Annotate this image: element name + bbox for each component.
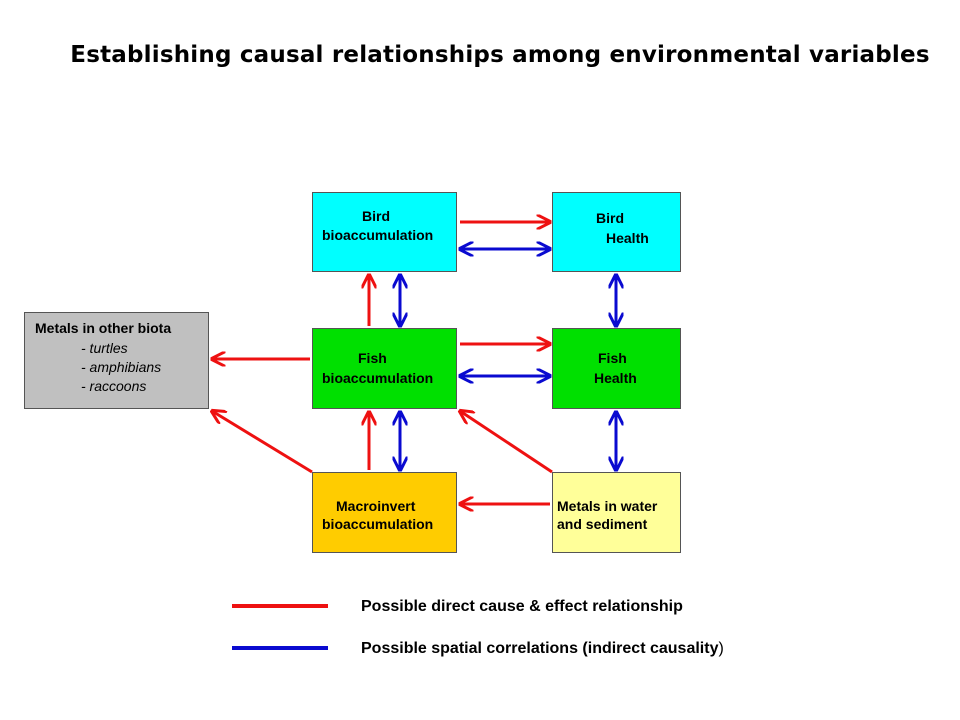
legend-spatial-label: Possible spatial correlations (indirect … xyxy=(361,640,724,658)
other-biota-title: Metals in other biota xyxy=(35,320,172,336)
bird-bioaccumulation-box: Bird bioaccumulation xyxy=(312,192,457,272)
bird-bioacc-line2: bioaccumulation xyxy=(322,227,434,243)
bird-bioacc-line1: Bird xyxy=(362,208,390,224)
macroinvert-bioaccumulation-box: Macroinvert bioaccumulation xyxy=(312,472,457,553)
legend-spatial-label-paren: ) xyxy=(718,640,724,657)
page-title: Establishing causal relationships among … xyxy=(70,42,930,68)
other-biota-list: - turtles - amphibians - raccoons xyxy=(81,339,161,396)
metals-other-biota-box: Metals in other biota - turtles - amphib… xyxy=(24,312,209,409)
legend-direct-line xyxy=(232,604,328,608)
metals-water-line2: and sediment xyxy=(557,516,648,532)
macro-bioacc-line2: bioaccumulation xyxy=(322,516,434,532)
metals-water-line1: Metals in water xyxy=(557,498,658,514)
bird-health-box: Bird Health xyxy=(552,192,681,272)
list-item: - raccoons xyxy=(81,378,147,394)
legend-direct-label: Possible direct cause & effect relations… xyxy=(361,598,683,615)
fish-bioacc-line1: Fish xyxy=(358,350,387,366)
legend-spatial-label-main: Possible spatial correlations (indirect … xyxy=(361,640,719,657)
legend-spatial-line xyxy=(232,646,328,650)
fish-health-box: Fish Health xyxy=(552,328,681,409)
list-item: - amphibians xyxy=(81,359,162,375)
fish-bioacc-line2: bioaccumulation xyxy=(322,370,434,386)
metals-water-sediment-box: Metals in water and sediment xyxy=(552,472,681,553)
bird-health-line1: Bird xyxy=(596,210,624,226)
arrow-metals-to-fish-bioacc xyxy=(460,411,553,474)
fish-health-line2: Health xyxy=(594,370,637,386)
macro-bioacc-line1: Macroinvert xyxy=(336,498,416,514)
bird-health-line2: Health xyxy=(606,230,649,246)
list-item: - turtles xyxy=(81,340,128,356)
fish-bioaccumulation-box: Fish bioaccumulation xyxy=(312,328,457,409)
arrow-macro-to-other-biota xyxy=(212,411,313,474)
fish-health-line1: Fish xyxy=(598,350,627,366)
